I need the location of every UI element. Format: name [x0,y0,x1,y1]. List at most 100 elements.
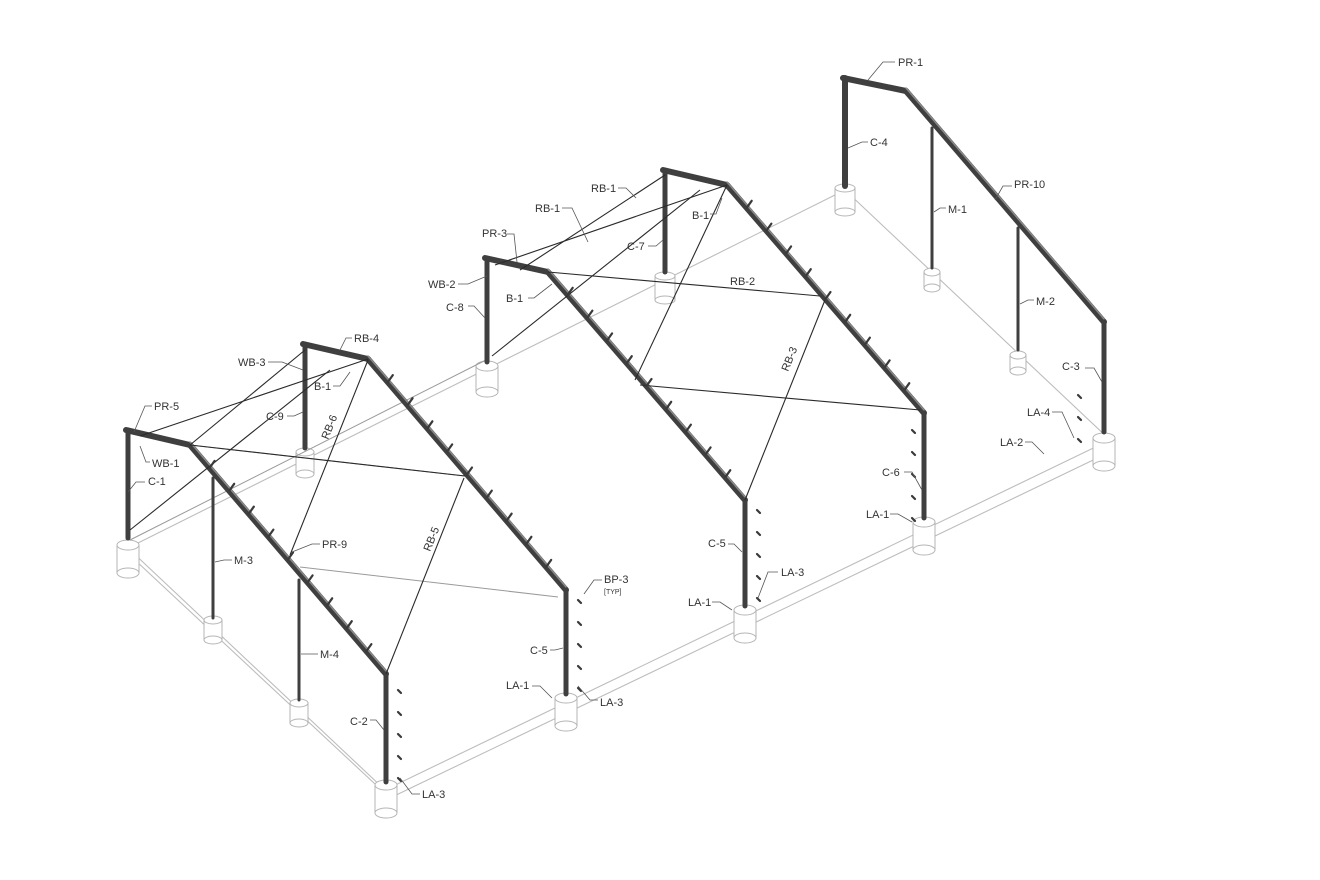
purlin-clip [863,336,872,346]
pier-c5-front [554,692,578,732]
pier-c3 [1092,432,1116,472]
purlin-clip [665,400,673,410]
label-pr-10: PR-10 [1014,179,1045,191]
base-clip [576,664,583,671]
purlin-clip [745,199,753,209]
label-bp-3: BP-3 [604,574,628,586]
label-la-2: LA-2 [1000,437,1023,449]
label-rb-2: RB-2 [730,276,755,288]
purlin-clip [625,355,633,365]
label-c-6: C-6 [882,467,900,479]
label-c-2: C-2 [350,716,368,728]
purlin-clip [704,446,712,456]
pier-c7 [654,271,676,305]
label-c-8: C-8 [446,302,464,314]
base-clip [576,620,583,627]
label-pr-9: PR-9 [322,539,347,551]
label-la-3-bottom: LA-3 [422,789,445,801]
label-la-4: LA-4 [1027,407,1050,419]
label-c-3: C-3 [1062,361,1080,373]
purlin-clip [903,382,911,392]
purlin-clip [326,597,334,607]
purlin-clip [505,512,513,522]
label-rb-1-top: RB-1 [591,183,616,195]
purlin-clip [306,574,314,584]
pier-front-left [116,539,140,579]
base-clip [755,552,762,559]
label-pr-1: PR-1 [898,57,923,69]
front-frame [123,341,569,785]
label-b-1-mid: B-1 [506,293,523,305]
label-c-7: C-7 [627,241,645,253]
purlin-clip [605,332,614,342]
label-wb-3: WB-3 [238,357,266,369]
purlin-clip [684,423,693,433]
base-clip [910,428,917,435]
purlin-clip [267,528,275,538]
purlin-clip [525,535,533,545]
label-rb-1-mid: RB-1 [535,203,560,215]
base-clip [755,574,762,581]
rear-frame [840,75,1107,435]
purlin-clip [883,359,891,369]
purlin-clip [804,268,812,278]
purlin-clip [208,459,216,469]
base-clip [576,642,583,649]
label-la-1-mid: LA-1 [688,597,711,609]
purlin-clip [545,558,553,569]
purlin-clip [247,505,255,515]
base-clip [1076,393,1083,400]
purlin-clip [844,313,852,323]
label-b-1-rear: B-1 [692,210,709,222]
pier-front-right [374,779,398,819]
base-clip [396,688,403,695]
purlin-clip [645,377,653,388]
foundation-piers [116,183,1116,819]
purlin-clip [345,620,353,630]
middle-frame [482,167,927,609]
pier-m2 [1009,350,1027,376]
label-c-4: C-4 [870,137,888,149]
label-la-1-front: LA-1 [506,680,529,692]
label-c-1: C-1 [148,476,166,488]
pier-c6 [912,516,936,556]
base-clip [755,530,762,537]
label-m-1: M-1 [948,204,967,216]
base-clip [910,494,917,501]
label-la-1-right: LA-1 [866,509,889,521]
base-clip [1076,415,1083,422]
label-la-3-mid: LA-3 [781,567,804,579]
pier-m1 [923,267,941,293]
base-clip [1076,437,1083,444]
base-clip [910,450,917,457]
pier-c8 [475,360,499,398]
purlin-clip [286,551,295,561]
base-clip [396,710,403,717]
purlin-clip [446,443,454,453]
base-clip [396,732,403,739]
labels: PR-1 C-4 PR-10 M-1 M-2 C-3 LA-4 LA-2 RB-… [127,57,1103,801]
base-clip [576,686,583,693]
base-clip [755,508,762,515]
label-c-5-front: C-5 [530,645,548,657]
label-pr-5: PR-5 [154,401,179,413]
pier-m4 [289,698,309,728]
purlin-clip [386,374,394,384]
base-clip [396,776,403,783]
purlin-clips [208,199,1083,783]
purlin-clip [724,469,732,479]
label-c-9: C-9 [266,411,284,423]
purlin-clip [485,489,493,499]
base-clip [396,754,403,761]
purlin-clip [784,245,793,255]
base-clip [910,516,917,523]
base-clip [755,596,762,603]
label-m-2: M-2 [1036,296,1055,308]
purlin-clip [765,222,773,232]
label-rb-4: RB-4 [354,333,379,345]
label-m-4: M-4 [320,649,339,661]
pier-m3 [203,615,223,645]
purlin-clip [365,642,373,653]
purlin-clip [824,290,832,301]
